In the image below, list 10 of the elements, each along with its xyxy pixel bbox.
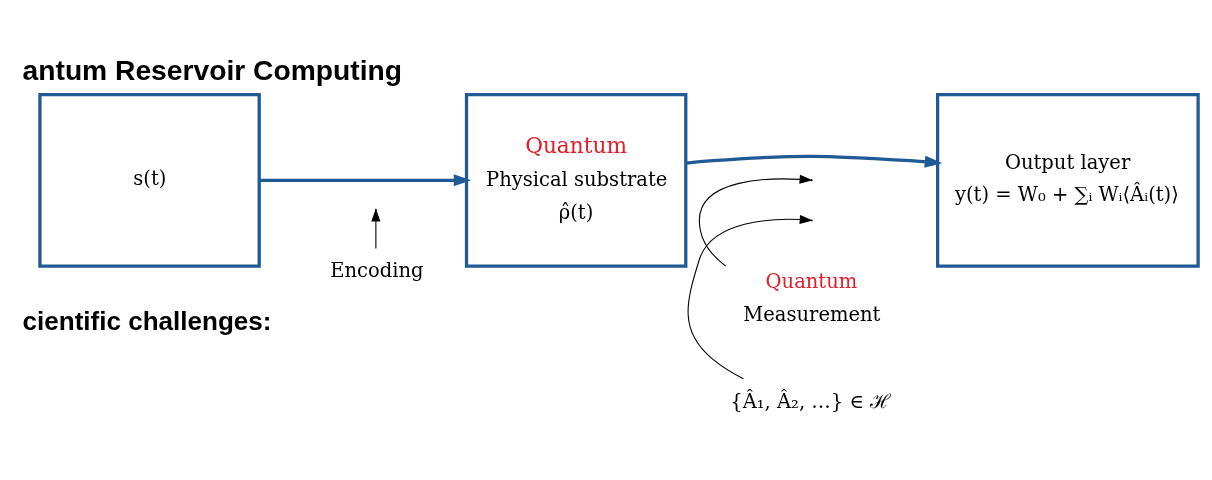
node-text: Encoding xyxy=(330,258,424,282)
arrow xyxy=(685,154,943,168)
arrow xyxy=(259,173,472,186)
node-text: {Â₁, Â₂, …} ∈ ℋ xyxy=(730,389,892,413)
node-box: Output layer y(t) = W₀ + ∑ᵢ Wᵢ⟨Âᵢ(t)⟩ xyxy=(936,92,1200,268)
node-box: s(t) xyxy=(38,92,261,268)
label: cientific challenges: xyxy=(22,305,272,336)
node-box: Quantum Physical substrate ρ̂(t) xyxy=(464,92,688,268)
node-text: Quantum Measurement xyxy=(743,269,881,326)
diagram-title: antum Reservoir Computing xyxy=(22,53,402,86)
